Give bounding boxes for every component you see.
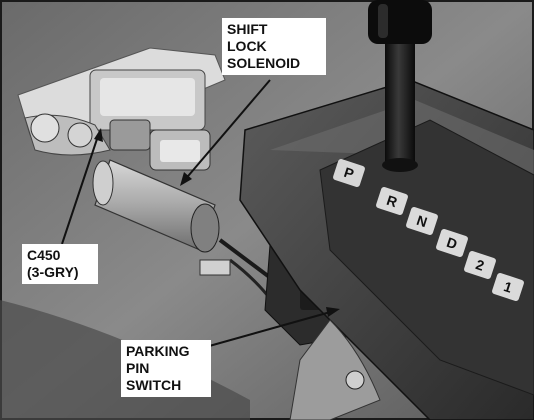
callout-line: C450	[27, 247, 61, 263]
callout-line: SOLENOID	[227, 55, 301, 71]
callout-line: SHIFT	[227, 21, 268, 37]
leader-line-c450	[61, 132, 100, 245]
gear-plate	[492, 272, 524, 302]
gear-plate	[333, 158, 365, 188]
callout-line: (3-GRY)	[27, 264, 79, 280]
gear-label: N	[415, 212, 430, 230]
gear-plate	[376, 186, 408, 216]
gear-indicator: P R N D 2 1	[333, 158, 524, 302]
leader-line-parking-pin	[194, 310, 335, 351]
leader-line-shift-lock	[182, 79, 271, 183]
callout-line: PIN	[126, 360, 150, 376]
arrowhead-parking-pin	[326, 307, 340, 317]
gear-label: D	[445, 234, 460, 252]
callout-line: SWITCH	[126, 377, 182, 393]
gear-plate	[406, 206, 438, 236]
gear-label: R	[385, 192, 400, 210]
callout-shift-lock-solenoid: SHIFT LOCK SOLENOID	[222, 18, 326, 75]
solenoid	[92, 129, 220, 253]
gear-plate	[436, 228, 468, 258]
callout-c450-connector: C450 (3-GRY)	[22, 244, 98, 284]
callout-line: LOCK	[227, 38, 267, 54]
callout-parking-pin-switch: PARKING PIN SWITCH	[121, 340, 211, 397]
lower-bracket	[289, 319, 381, 420]
arrowhead-c450	[94, 128, 103, 142]
callout-line: PARKING	[126, 343, 190, 359]
gear-plate	[464, 250, 496, 280]
shift-lever	[368, 0, 432, 172]
leader-lines	[61, 79, 340, 351]
shifter-console	[239, 79, 534, 420]
linkage-bracket	[17, 47, 226, 156]
arrowhead-shift-lock	[180, 172, 192, 186]
